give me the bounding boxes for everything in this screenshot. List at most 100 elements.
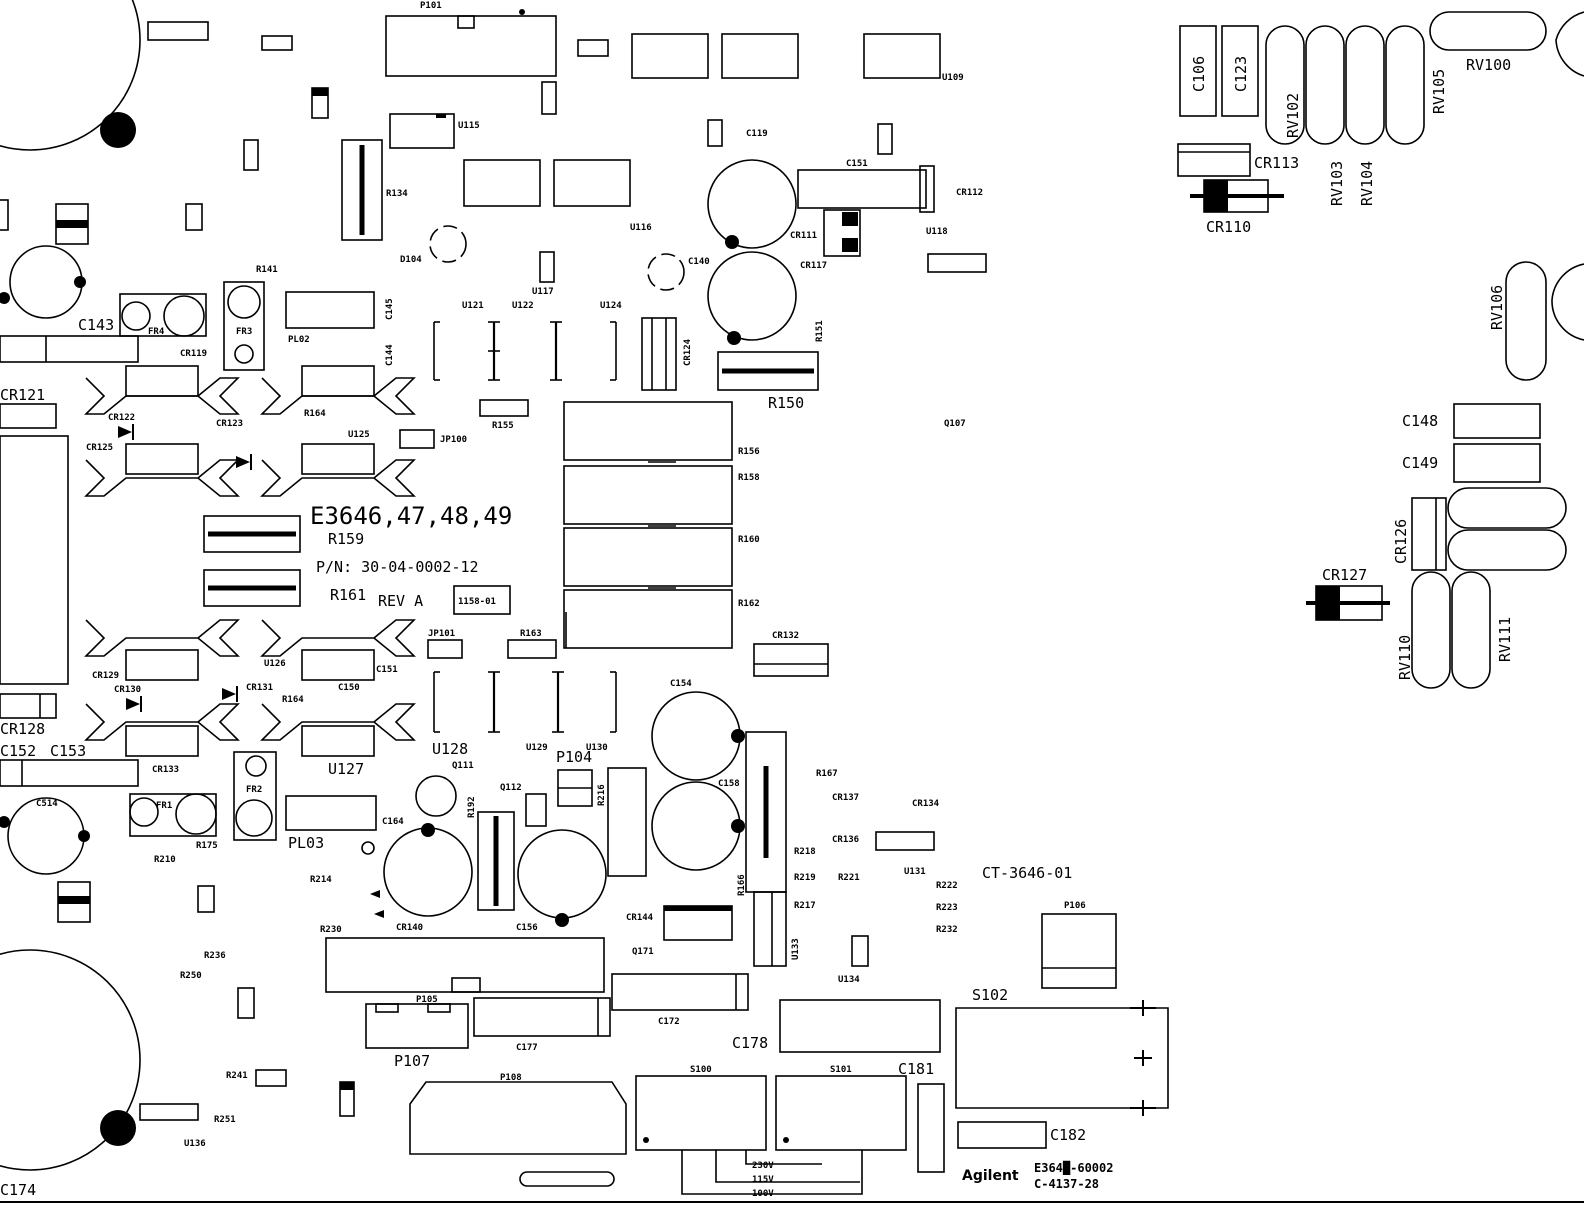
- part-s101: [775, 1075, 907, 1151]
- label-r134: R134: [386, 189, 408, 199]
- label-cr131: CR131: [246, 683, 273, 693]
- label-c148: C148: [1402, 412, 1438, 430]
- part-p106: [1041, 913, 1117, 989]
- part-cr113: [1177, 143, 1251, 177]
- label-c150: C150: [338, 683, 360, 693]
- part-c149: [1453, 443, 1541, 483]
- label-u130: U130: [586, 743, 608, 753]
- label-r162: R162: [738, 599, 760, 609]
- part-cr111: [823, 209, 861, 257]
- label-u124: U124: [600, 301, 622, 311]
- label-r160: R160: [738, 535, 760, 545]
- part-u111: [385, 15, 557, 77]
- brand-logo: Agilent: [962, 1168, 1019, 1184]
- part-rv100: [1429, 11, 1547, 51]
- label-r163: R163: [520, 629, 542, 639]
- label-fr4: FR4: [148, 327, 165, 337]
- voltage-115: 115V: [752, 1175, 774, 1185]
- part-r156: [563, 401, 733, 461]
- part-fr4: [119, 293, 207, 337]
- label-c140: C140: [688, 257, 710, 267]
- label-cr127: CR127: [1322, 566, 1367, 584]
- part-r163: [507, 639, 557, 659]
- label-u134: U134: [838, 975, 860, 985]
- part-c177: [473, 997, 611, 1037]
- label-u133: U133: [791, 938, 801, 960]
- label-q112: Q112: [500, 783, 522, 793]
- label-cr134: CR134: [912, 799, 940, 809]
- label-s102: S102: [972, 986, 1008, 1004]
- label-u122: U122: [512, 301, 534, 311]
- part-fr3: [223, 281, 265, 371]
- label-p101: P101: [420, 1, 442, 11]
- part-c156: [517, 829, 607, 919]
- label-c174: C174: [0, 1181, 36, 1199]
- part-c119: [707, 159, 797, 249]
- label-u128: U128: [432, 740, 468, 758]
- part-c178: [779, 999, 941, 1053]
- label-u131: U131: [904, 867, 926, 877]
- label-c177: C177: [516, 1043, 538, 1053]
- label-p103: PL03: [288, 834, 324, 852]
- part-number-text: P/N: 30-04-0002-12: [316, 558, 479, 576]
- label-p105: P105: [416, 995, 438, 1005]
- label-d104: D104: [400, 255, 422, 265]
- part-cr132: [753, 643, 829, 677]
- label-c156: C156: [516, 923, 538, 933]
- label-r217: R217: [794, 901, 816, 911]
- label-jp100: JP100: [440, 435, 467, 445]
- part-cr128: [0, 693, 57, 719]
- label-u129: U129: [526, 743, 548, 753]
- label-cr119: CR119: [180, 349, 207, 359]
- part-heatsink-left: [0, 435, 69, 685]
- board-code-text: C-4137-28: [1034, 1177, 1099, 1191]
- label-r150: R150: [768, 394, 804, 412]
- part-r161: [203, 569, 301, 607]
- label-cr112: CR112: [956, 188, 983, 198]
- label-cr117: CR117: [800, 261, 827, 271]
- label-u117: U117: [532, 287, 554, 297]
- label-cr136: CR136: [832, 835, 859, 845]
- label-rv105: RV105: [1430, 69, 1448, 114]
- label-c151: C151: [846, 159, 868, 169]
- part-c106: [1179, 25, 1217, 117]
- part-c123: [1221, 25, 1259, 117]
- label-q107: Q107: [944, 419, 966, 429]
- part-jp101: [427, 639, 463, 659]
- part-pl02: [285, 291, 375, 329]
- label-rv104: RV104: [1358, 161, 1376, 206]
- assembly-text: E3646,47,48,49: [310, 502, 512, 530]
- part-r134: [341, 139, 383, 241]
- label-u136: U136: [184, 1139, 206, 1149]
- label-u109: U109: [942, 73, 964, 83]
- label-fr2: FR2: [246, 785, 262, 795]
- part-cr144: [663, 905, 733, 941]
- label-r214: R214: [310, 875, 332, 885]
- part-u110: [243, 139, 259, 171]
- part-rv103: [1305, 25, 1345, 145]
- part-c154: [651, 691, 741, 781]
- label-c181: C181: [898, 1060, 934, 1078]
- part-cr136: [875, 831, 935, 851]
- capacitor-large-top-left: [0, 0, 141, 151]
- revision-text: REV A: [378, 592, 423, 610]
- label-s100: S100: [690, 1065, 712, 1075]
- label-c172: C172: [658, 1017, 680, 1027]
- part-q106: [647, 253, 685, 291]
- label-r241: R241: [226, 1071, 248, 1081]
- part-u108: [721, 33, 799, 79]
- label-c178: C178: [732, 1034, 768, 1052]
- part-c181: [917, 1083, 945, 1173]
- part-r192: [477, 811, 515, 911]
- part-cr141: [753, 891, 787, 967]
- label-r175: R175: [196, 841, 218, 851]
- label-fr3: FR3: [236, 327, 252, 337]
- rev-box-text: 1158-01: [458, 597, 496, 607]
- part-cr121: [0, 403, 57, 429]
- label-rv106: RV106: [1488, 285, 1506, 330]
- label-cr110: CR110: [1206, 218, 1251, 236]
- ct-number-text: CT-3646-01: [982, 864, 1072, 882]
- part-u113: [877, 123, 893, 155]
- part-u122: [550, 321, 617, 381]
- part-fr2: [233, 751, 277, 841]
